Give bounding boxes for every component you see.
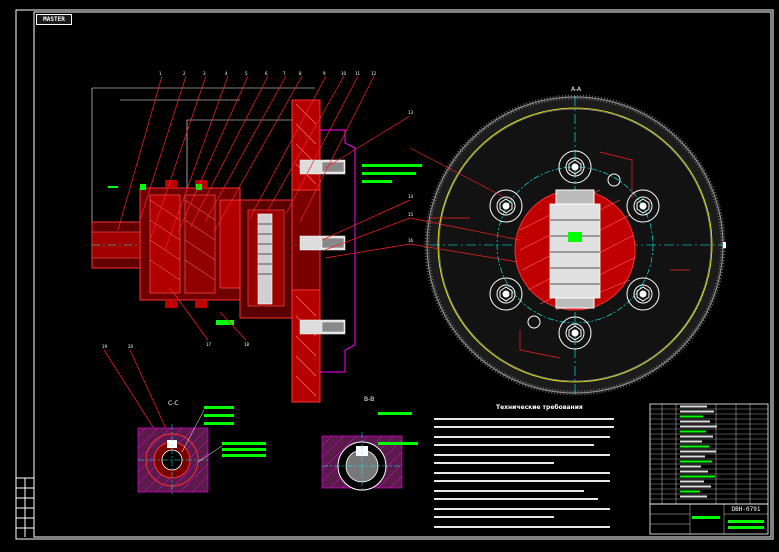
svg-text:6: 6 (265, 71, 268, 76)
svg-text:13: 13 (408, 110, 414, 115)
parts-list-entry-mark (680, 420, 710, 423)
parts-list-entry-mark (680, 440, 702, 443)
section-b-title: B-B (364, 396, 375, 403)
parts-list-entry-mark (680, 465, 701, 468)
output-carrier (239, 199, 293, 319)
parts-list-entry-mark (680, 430, 706, 433)
svg-text:10: 10 (341, 71, 347, 76)
technical-requirements-title: Технические требования (496, 404, 583, 411)
parts-list-entry-mark (680, 455, 705, 458)
flange-plate (291, 99, 321, 403)
svg-text:4: 4 (225, 71, 228, 76)
svg-text:15: 15 (408, 212, 414, 217)
svg-text:19: 19 (102, 344, 108, 349)
motor-housing (320, 129, 356, 373)
section-c-title: C-C (168, 400, 179, 407)
section-a-title: A-A (571, 86, 582, 93)
section-c-view (137, 406, 266, 496)
parts-list-table (649, 403, 769, 535)
sheet-stamp-label: MASTER (36, 14, 72, 25)
parts-list-entry-mark (680, 405, 707, 408)
drawing-frame (15, 9, 774, 540)
gearbox-body (139, 180, 241, 308)
balloon-leaders (103, 75, 411, 456)
parts-list-entry-mark (680, 490, 700, 493)
parts-list-entry-mark (680, 480, 704, 483)
svg-text:3: 3 (203, 71, 206, 76)
svg-text:14: 14 (408, 194, 414, 199)
parts-list-entry-mark (680, 445, 709, 448)
parts-list-entry-mark (680, 415, 703, 418)
svg-text:17: 17 (206, 342, 212, 347)
technical-requirements-block (434, 418, 614, 528)
svg-text:5: 5 (245, 71, 248, 76)
section-b-view (321, 412, 418, 492)
svg-text:18: 18 (244, 342, 250, 347)
parts-list-entry-mark (680, 495, 707, 498)
parts-list-entry-mark (680, 435, 713, 438)
section-a-view (409, 94, 726, 396)
main-view-note (362, 164, 422, 183)
svg-text:8: 8 (299, 71, 302, 76)
svg-text:16: 16 (408, 238, 414, 243)
svg-text:20: 20 (128, 344, 134, 349)
parts-list-entry-mark (680, 475, 715, 478)
svg-text:7: 7 (283, 71, 286, 76)
parts-list-entry-mark (680, 410, 714, 413)
parts-list-entry-mark (680, 450, 716, 453)
svg-text:12: 12 (371, 71, 377, 76)
svg-text:2: 2 (183, 71, 186, 76)
svg-text:11: 11 (355, 71, 361, 76)
svg-text:1: 1 (159, 71, 162, 76)
parts-list-entry-mark (680, 485, 711, 488)
drawing-number: DBH-0791 (731, 506, 761, 513)
parts-list-entry-mark (680, 460, 712, 463)
parts-list-entry-mark (680, 470, 708, 473)
svg-text:9: 9 (323, 71, 326, 76)
planet-bolts (489, 150, 660, 350)
parts-list-entry-mark (680, 425, 717, 428)
